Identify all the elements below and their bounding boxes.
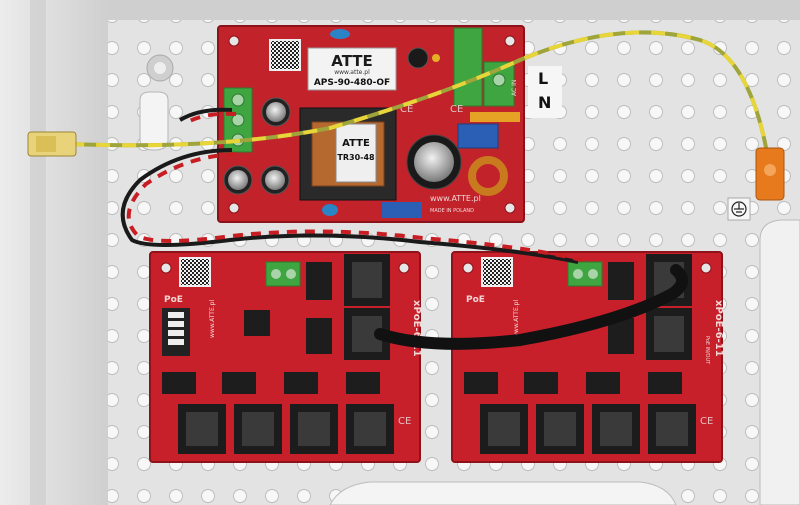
switch2-url-print: www.ATTE.pl — [513, 300, 520, 338]
x-capacitor — [457, 123, 499, 149]
poe-switch-board-1: PoE xPoE-6-11 www.ATTE.pl CE — [149, 251, 422, 463]
enclosure-side-wall — [0, 0, 108, 505]
svg-text:CE: CE — [450, 104, 463, 115]
switch2-model-print: xPoE-6-11 — [713, 300, 724, 357]
psu-website: www.atte.pl — [334, 69, 370, 76]
toroid-inductor — [468, 156, 508, 196]
mains-label-tag — [528, 66, 562, 118]
switch1-model-print: xPoE-6-11 — [411, 300, 422, 357]
neutral-label: N — [538, 93, 551, 112]
switch2-qr-code — [481, 257, 513, 287]
patch-cable — [374, 264, 688, 350]
switch1-controller-chip — [244, 310, 270, 336]
svg-text:CE: CE — [398, 416, 411, 427]
psu-url-print: www.ATTE.pl — [430, 194, 481, 203]
psu-qr-code — [269, 39, 301, 71]
right-cutout — [759, 219, 800, 505]
power-supply-board: ATTE www.atte.pl APS-90-480-OF ATTE TR30… — [217, 25, 525, 223]
transformer-brand: ATTE — [342, 138, 370, 149]
switch1-qr-code — [179, 257, 211, 287]
switch1-brand-print: PoE — [164, 295, 183, 305]
transformer-model: TR30-48 — [337, 153, 375, 162]
psu-label — [307, 47, 397, 91]
cable-cutout — [329, 481, 677, 505]
svg-text:CE: CE — [400, 104, 413, 115]
svg-text:CE: CE — [700, 416, 713, 427]
switch1-url-print: www.ATTE.pl — [209, 300, 216, 338]
ac-in-label: AC IN — [511, 80, 518, 96]
enclosure-top-lip — [108, 0, 800, 20]
switch2-port-label: PoE IN/OUT — [704, 336, 710, 365]
psu-brand: ATTE — [331, 52, 373, 70]
ceramic-capacitor — [330, 29, 350, 39]
dc-power-cable-black — [120, 148, 579, 264]
dc-power-cable-red — [126, 152, 583, 262]
psu-model: APS-90-480-OF — [314, 78, 390, 88]
psu-origin-print: MADE IN POLAND — [430, 208, 474, 214]
ac-input-terminal — [453, 27, 483, 107]
switch2-brand-print: PoE — [466, 295, 485, 305]
line-label: L — [538, 69, 548, 88]
